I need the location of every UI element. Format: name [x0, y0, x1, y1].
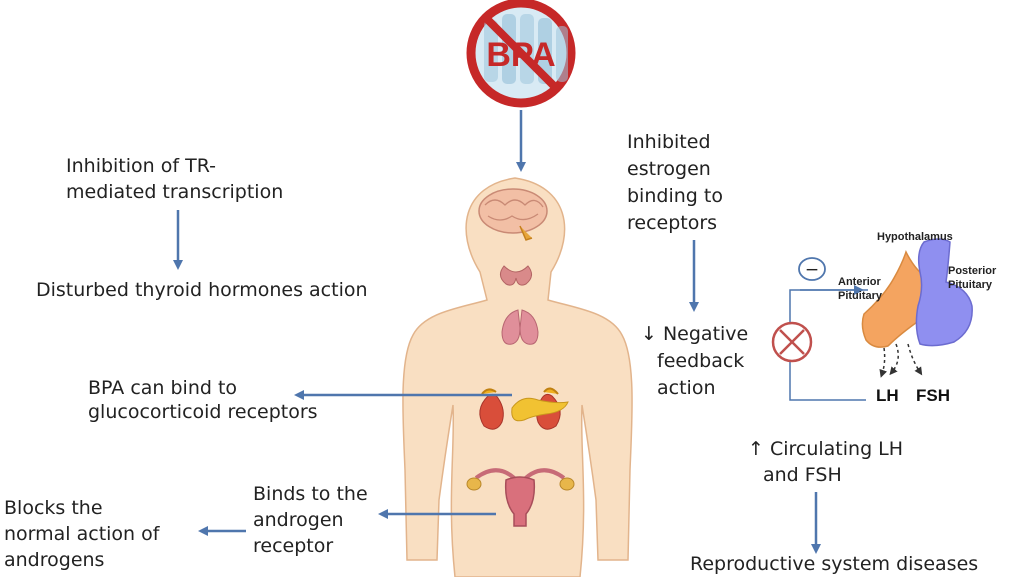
circulating-text-line2: and FSH	[763, 464, 842, 486]
circulating-text-line1: ↑ Circulating LH	[748, 438, 904, 460]
pituitary-gland	[861, 238, 973, 378]
uterus-icon	[466, 468, 575, 527]
prohibition-slash	[483, 15, 559, 91]
blocks-androgens-text-line2: normal action of	[4, 523, 160, 545]
estrogen-text-line3: binding to	[627, 185, 723, 207]
blocked-circle-icon	[771, 321, 813, 363]
hypothalamus-label: Hypothalamus	[877, 231, 953, 243]
lh-label: LH	[876, 386, 899, 405]
posterior-pituitary-label-line2: Pituitary	[948, 279, 993, 291]
bottles-icon	[484, 14, 568, 84]
thyroid-disturbed-text: Disturbed thyroid hormones action	[36, 279, 368, 301]
negative-feedback-text-line3: action	[657, 377, 716, 399]
anterior-pituitary-label-line2: Pituitary	[838, 290, 883, 302]
negative-feedback-text-line2: feedback	[657, 350, 745, 372]
androgen-receptor-text-line3: receptor	[253, 535, 334, 557]
glucocorticoid-text-line1: BPA can bind to	[88, 377, 238, 399]
glucocorticoid-text-line2: glucocorticoid receptors	[88, 401, 318, 423]
tr-inhibition-text-line1: Inhibition of TR-	[66, 155, 216, 177]
pancreas-icon	[511, 397, 569, 422]
reproductive-diseases-text: Reproductive system diseases	[690, 553, 979, 575]
blocks-androgens-text-line3: androgens	[4, 549, 105, 571]
tr-inhibition-text-line2: mediated transcription	[66, 181, 284, 203]
posterior-pituitary-shape	[915, 238, 973, 347]
anterior-pituitary-label-line1: Anterior	[838, 276, 881, 288]
bpa-logo	[466, 0, 576, 108]
posterior-pituitary-label-line1: Posterior	[948, 265, 997, 277]
androgen-receptor-text-line1: Binds to the	[253, 483, 368, 505]
brain-icon	[478, 188, 548, 241]
androgen-receptor-text-line2: androgen	[253, 509, 344, 531]
human-body	[402, 177, 633, 577]
bpa-logo-text: BPA	[486, 36, 555, 74]
lungs-icon	[501, 309, 539, 345]
thyroid-icon	[500, 265, 532, 286]
estrogen-text-line2: estrogen	[627, 158, 711, 180]
estrogen-text-line4: receptors	[627, 212, 718, 234]
fsh-label: FSH	[916, 386, 950, 405]
estrogen-text-line1: Inhibited	[627, 131, 711, 153]
minus-circle-icon	[798, 257, 826, 281]
negative-feedback-text-line1: ↓ Negative	[641, 323, 749, 345]
minus-symbol: −	[805, 260, 819, 280]
blocks-androgens-text-line1: Blocks the	[4, 497, 103, 519]
